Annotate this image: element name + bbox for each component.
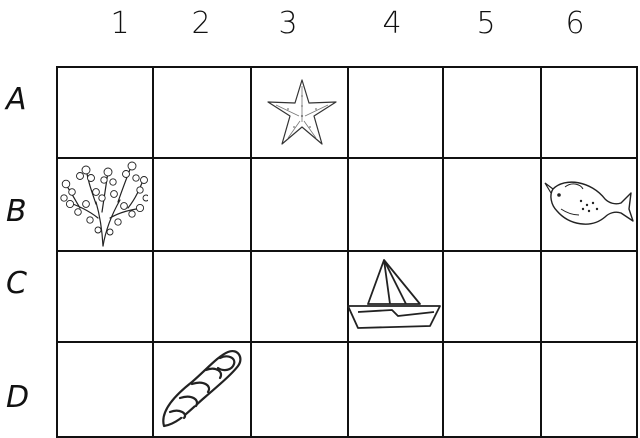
row-label-a: A	[6, 80, 42, 120]
column-label-5: 5	[438, 2, 534, 46]
grid-line	[540, 68, 542, 436]
grid-line	[442, 68, 444, 436]
row-label-c: C	[6, 264, 42, 304]
column-label-2: 2	[153, 2, 249, 46]
grid-line	[347, 68, 349, 436]
column-label-4: 4	[344, 2, 440, 46]
column-label-3: 3	[240, 2, 336, 46]
row-label-b: B	[6, 192, 42, 232]
coral-icon	[58, 158, 148, 250]
grid-line	[152, 68, 154, 436]
grid-line	[250, 68, 252, 436]
grid-line	[58, 341, 636, 343]
coordinate-grid	[56, 66, 638, 438]
grid-line	[58, 250, 636, 252]
seashell-icon	[158, 346, 244, 432]
starfish-icon	[266, 78, 338, 148]
paper-boat-icon	[344, 256, 444, 336]
column-label-6: 6	[527, 2, 623, 46]
fish-icon	[543, 175, 635, 229]
row-label-d: D	[6, 378, 42, 418]
